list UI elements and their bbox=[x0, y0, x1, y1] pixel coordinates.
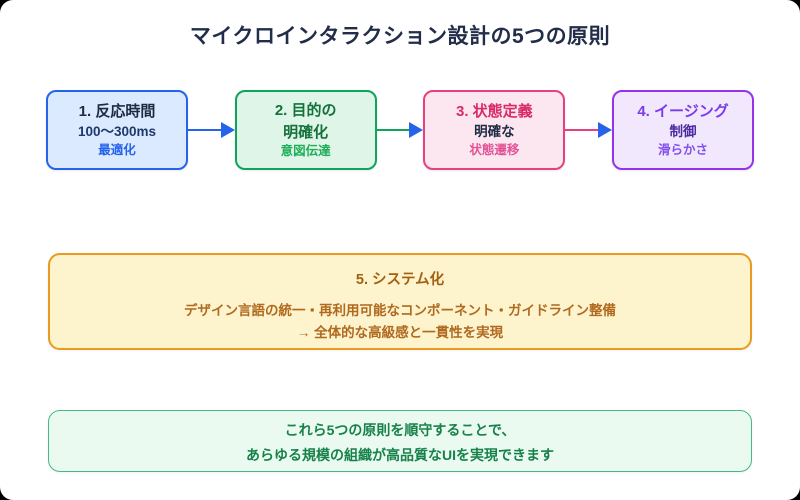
arrow-head-icon bbox=[598, 122, 613, 138]
step-subtitle: 明確化 bbox=[283, 123, 329, 141]
arrow-line bbox=[376, 128, 410, 132]
step-2-purpose: 2. 目的の 明確化 意図伝達 bbox=[234, 90, 377, 170]
arrow-line bbox=[188, 128, 221, 132]
step-caption: 最適化 bbox=[98, 142, 136, 157]
step-3-state-definition: 3. 状態定義 明確な 状態遷移 bbox=[423, 90, 566, 170]
arrow-head-icon bbox=[220, 122, 235, 138]
step-title: 3. 状態定義 bbox=[456, 102, 533, 120]
page-title: マイクロインタラクション設計の5つの原則 bbox=[189, 25, 611, 48]
step-caption: 意図伝達 bbox=[280, 143, 331, 158]
step-subtitle: 明確な bbox=[474, 123, 515, 139]
step-title: 4. イージング bbox=[637, 102, 729, 120]
flow-row: 1. 反応時間 100〜300ms 最適化 2. 目的の 明確化 意図伝達 3.… bbox=[46, 90, 755, 170]
system-box-body-line1: デザイン言語の統一・再利用可能なコンポーネント・ガイドライン整備 bbox=[184, 303, 616, 318]
step-caption: 滑らかさ bbox=[658, 142, 709, 157]
step-5-systemization-box: 5. システム化 デザイン言語の統一・再利用可能なコンポーネント・ガイドライン整… bbox=[48, 253, 752, 350]
flow-arrow bbox=[188, 90, 235, 170]
arrow-head-icon bbox=[409, 122, 424, 138]
step-subtitle: 100〜300ms bbox=[77, 123, 157, 139]
step-subtitle: 制御 bbox=[669, 123, 697, 139]
step-title: 2. 目的の bbox=[274, 101, 337, 119]
system-box-title: 5. システム化 bbox=[355, 272, 445, 288]
flow-arrow bbox=[565, 90, 613, 170]
system-box-body-line2: → 全体的な高級感と一貫性を実現 bbox=[296, 325, 504, 340]
step-caption: 状態遷移 bbox=[469, 142, 520, 157]
flow-arrow bbox=[376, 90, 424, 170]
step-4-easing: 4. イージング 制御 滑らかさ bbox=[612, 90, 755, 170]
step-1-response-time: 1. 反応時間 100〜300ms 最適化 bbox=[46, 90, 188, 170]
summary-line1: これら5つの原則を順守することで、 bbox=[284, 422, 516, 438]
summary-box: これら5つの原則を順守することで、 あらゆる規模の組織が高品質なUIを実現できま… bbox=[48, 410, 752, 472]
summary-line2: あらゆる規模の組織が高品質なUIを実現できます bbox=[246, 447, 554, 463]
arrow-line bbox=[565, 128, 599, 132]
step-title: 1. 反応時間 bbox=[78, 102, 156, 120]
